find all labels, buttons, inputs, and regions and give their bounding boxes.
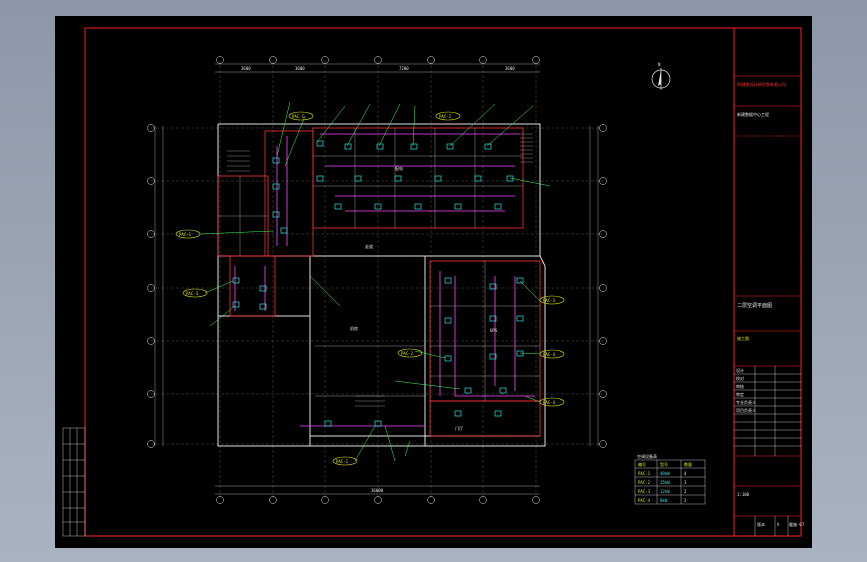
signoff-row-6: 项目负责人: [736, 408, 756, 413]
room-outlines: [217, 127, 541, 437]
legend-header-2: 型号: [660, 462, 668, 467]
title-block-grid: [734, 366, 801, 536]
room-label: 机房: [350, 326, 358, 331]
dimension-rails: [154, 63, 599, 495]
signoff-row-1: 设计: [736, 368, 744, 373]
signoff-row-4: 审定: [736, 392, 744, 397]
unit-tag: PAC-2: [439, 114, 452, 119]
drawing-sheet: XX建筑设计研究院有限公司 新建数据中心工程 二层空调平面图 施工图 设计 校对…: [55, 16, 812, 548]
unit-tag: PAC-4: [543, 352, 556, 357]
legend-cell: 4: [684, 471, 687, 476]
unit-tag: PAC-3: [543, 298, 556, 303]
tag-bubbles: [175, 111, 565, 466]
signoff-row-2: 校对: [736, 376, 744, 381]
ac-units: [232, 140, 524, 427]
legend-cell: 8kW: [660, 498, 668, 503]
drawing-scale: 1:100: [737, 492, 750, 497]
legend-cell: 2: [684, 489, 687, 494]
north-arrow-icon: [651, 68, 671, 90]
legend-cell: 2: [684, 498, 687, 503]
stairs: [227, 133, 533, 407]
dimension-text: 3600: [505, 66, 515, 71]
unit-tag: PAC-1: [292, 114, 305, 119]
drawing-border: [84, 27, 802, 537]
legend-header-3: 数量: [684, 462, 692, 467]
overall-dimension-text: 36000: [371, 488, 384, 493]
unit-tag: PAC-1: [336, 459, 349, 464]
legend-cell: 25kW: [660, 480, 670, 485]
axis-bubbles: [147, 56, 607, 504]
design-unit: XX建筑设计研究院有限公司: [737, 82, 786, 87]
legend-cell: 40kW: [660, 471, 670, 476]
drawing-stage: 施工图: [737, 336, 749, 341]
legend-cell: PAC-1: [638, 471, 651, 476]
unit-tag: PAC-2: [401, 351, 414, 356]
legend-cell: PAC-4: [638, 498, 651, 503]
signoff-row-5: 专业负责人: [736, 400, 756, 405]
room-label: 门厅: [455, 426, 463, 431]
room-label: 配电: [395, 166, 403, 171]
leader-lines: [199, 101, 551, 462]
interior-partitions: [218, 128, 540, 401]
axis-lines: [151, 60, 603, 500]
legend-cell: PAC-3: [638, 489, 651, 494]
legend-title: 空调设备表: [637, 454, 657, 459]
unit-tag: PAC-3: [186, 291, 199, 296]
title-block-lines: [734, 75, 801, 517]
legend-cell: PAC-2: [638, 480, 651, 485]
dimension-text: 3600: [241, 66, 251, 71]
legend-cell: 12kW: [660, 489, 670, 494]
legend-cell: 3: [684, 480, 687, 485]
cad-drawing-canvas: [62, 27, 802, 537]
signoff-row-3: 审核: [736, 384, 744, 389]
legend-header-1: 编号: [638, 462, 646, 467]
north-label: N: [658, 62, 661, 67]
project-name: 新建数据中心工程: [737, 112, 769, 117]
unit-tag: PAC-4: [543, 400, 556, 405]
unit-tag: PAC-1: [179, 232, 192, 237]
revision-label: 版本: [757, 522, 765, 527]
ducts: [234, 133, 535, 427]
revision-value: A: [777, 522, 780, 527]
drawing-title: 二层空调平面图: [737, 303, 773, 309]
dimension-text: 7200: [399, 66, 409, 71]
room-label: 走道: [365, 244, 373, 249]
room-label: UPS: [490, 328, 498, 333]
dimension-text: 3600: [295, 66, 305, 71]
sheet-number: 暖施-07: [789, 522, 805, 527]
revision-strip: [62, 427, 86, 537]
legend-table-lines: [634, 459, 706, 505]
